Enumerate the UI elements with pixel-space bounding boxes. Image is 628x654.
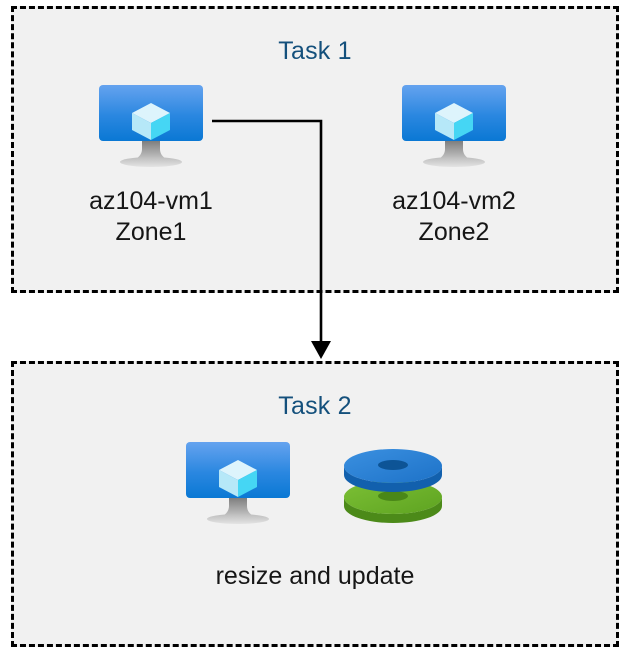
task-1-title: Task 1 [278, 37, 352, 65]
vm-node-az104-vm1[interactable]: az104-vm1 Zone1 [51, 83, 251, 248]
vm-node-az104-vm2[interactable]: az104-vm2 Zone2 [354, 83, 554, 248]
task-1-container: Task 1 [11, 6, 619, 293]
vm-caption-az104-vm1: az104-vm1 Zone1 [89, 187, 213, 246]
managed-disks-icon[interactable] [340, 440, 446, 529]
task-2-icon-row [14, 440, 616, 529]
task-2-caption: resize and update [215, 562, 415, 590]
virtual-machine-icon[interactable] [184, 440, 292, 529]
virtual-machine-icon [400, 83, 508, 172]
vm-caption-az104-vm2: az104-vm2 Zone2 [392, 187, 516, 246]
task-2-container: Task 2 [11, 361, 619, 647]
task-2-title: Task 2 [278, 392, 352, 420]
virtual-machine-icon [97, 83, 205, 172]
